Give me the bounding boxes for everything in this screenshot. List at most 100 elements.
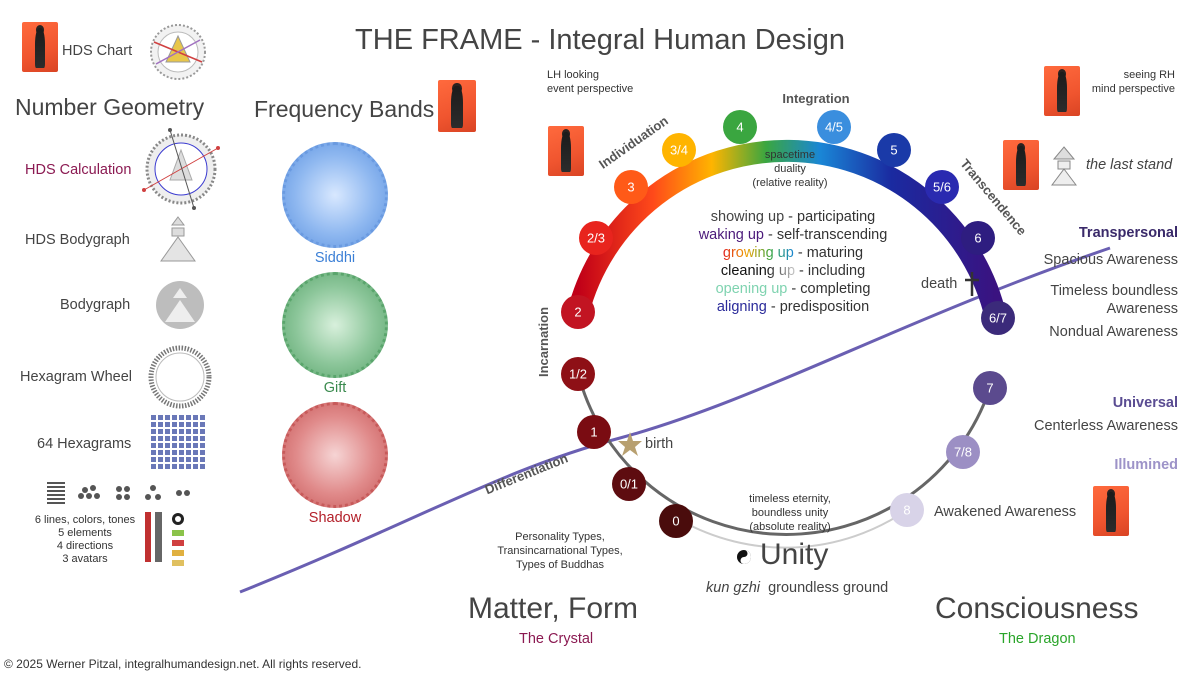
line-avatars: 3 avatars: [62, 553, 108, 565]
arc-node-7: [662, 133, 696, 167]
shadow-mandala: [282, 402, 388, 508]
hexagram-cell: [165, 464, 170, 469]
spacious-awareness-label: Spacious Awareness: [1043, 252, 1178, 268]
line-rest: - maturing: [793, 245, 864, 261]
line-rest: - predisposition: [766, 299, 870, 315]
arc-node-13: [981, 301, 1015, 335]
portrait-photo: [1093, 486, 1129, 536]
portrait-photo: [438, 80, 476, 132]
base-circle-fade: [679, 509, 908, 549]
line-aligning: aligning - predisposition: [668, 298, 918, 316]
hexagram-cell: [172, 422, 177, 427]
bodygraph-icon: [155, 280, 205, 335]
eternity-line3: (absolute reality): [749, 521, 831, 533]
hexagram-cell: [179, 464, 184, 469]
hexagram-cell: [158, 422, 163, 427]
arc-node-label-10: 5: [890, 143, 897, 158]
illumined-label: Illumined: [1114, 457, 1178, 473]
hexagram-cell: [179, 443, 184, 448]
hds-bodygraph-icon: [158, 215, 198, 270]
hexagram-cell: [151, 436, 156, 441]
line-key: cleaning up: [720, 263, 796, 279]
hexagram-cell: [186, 450, 191, 455]
hds-bodygraph-label: HDS Bodygraph: [25, 232, 130, 248]
crystal-label: The Crystal: [519, 631, 594, 647]
hexagram-cell: [172, 436, 177, 441]
hexagram-cell: [151, 450, 156, 455]
hexagram-cell: [186, 415, 191, 420]
arc-node-4: [561, 295, 595, 329]
spacetime-line3: (relative reality): [752, 177, 828, 189]
bottom-left-lines: 6 lines, colors, tones 5 elements 4 dire…: [30, 514, 140, 566]
bodygraph-label: Bodygraph: [60, 297, 131, 313]
line-rest: - completing: [787, 281, 871, 297]
dragon-label: The Dragon: [999, 631, 1076, 647]
hexagram-cell: [200, 429, 205, 434]
arc-node-0: [659, 504, 693, 538]
types-line2: Transincarnational Types,: [497, 545, 623, 557]
arc-node-15: [946, 435, 980, 469]
lh-note-line2: event perspective: [547, 83, 634, 95]
consciousness-curve: [239, 246, 1111, 594]
hexagram-cell: [165, 415, 170, 420]
hexagram-cell: [193, 443, 198, 448]
death-cross-icon: [965, 272, 979, 296]
arc-node-5: [579, 221, 613, 255]
line-rest: - self-transcending: [763, 227, 888, 243]
hexagram-cell: [200, 422, 205, 427]
timeless-line2: Awareness: [1106, 301, 1178, 317]
hexagram-cell: [158, 443, 163, 448]
timeless-line1: Timeless boundless: [1050, 283, 1178, 299]
arc-node-label-15: 7/8: [954, 445, 972, 460]
arc-node-label-1: 0/1: [620, 477, 638, 492]
arc-node-label-6: 3: [627, 180, 634, 195]
spacetime-line1: spacetime: [764, 149, 816, 161]
types-line1: Personality Types,: [515, 531, 605, 543]
kun-gzhi-line: kun gzhi groundless ground: [706, 580, 888, 596]
hexagram-wheel-icon: [148, 345, 212, 414]
hexagram-cell: [165, 436, 170, 441]
rh-note-line1: seeing RH: [1123, 69, 1175, 81]
number-geometry-heading: Number Geometry: [15, 94, 205, 120]
unity-label: Unity: [760, 538, 829, 571]
shadow-label: Shadow: [308, 510, 362, 526]
line-showing-up: showing up - participating: [668, 208, 918, 226]
hexagram-cell: [179, 415, 184, 420]
spacetime-line2: duality: [774, 163, 806, 175]
line-waking-up: waking up - self-transcending: [668, 226, 918, 244]
hexagram-cell: [200, 443, 205, 448]
kun-gzhi-label: kun gzhi: [706, 580, 761, 596]
line-rest: - participating: [784, 209, 876, 225]
consciousness-label: Consciousness: [935, 592, 1139, 625]
hexagram-cell: [193, 457, 198, 462]
hexagram-cell: [165, 422, 170, 427]
rh-note: seeing RH mind perspective: [1080, 68, 1175, 96]
gift-mandala: [282, 272, 388, 378]
phase-individuation: Individuation: [596, 113, 671, 172]
line-key: aligning: [716, 299, 767, 315]
hexagram-cell: [193, 415, 198, 420]
gift-label: Gift: [323, 380, 347, 396]
arc-node-label-4: 2: [574, 305, 581, 320]
hexagram-cell: [151, 464, 156, 469]
hexagram-cell: [186, 457, 191, 462]
phase-differentiation: Differentiation: [483, 450, 570, 497]
hexagram-cell: [151, 422, 156, 427]
hds-chart-label: HDS Chart: [62, 43, 133, 59]
hexagram-cell: [186, 464, 191, 469]
hexagram-cell: [158, 450, 163, 455]
arc-node-label-8: 4: [736, 120, 743, 135]
line-cleaning-up: cleaning up - including: [668, 262, 918, 280]
frequency-bands-heading: Frequency Bands: [254, 96, 435, 122]
hexagram-cell: [172, 415, 177, 420]
eternity-line2: boundless unity: [751, 507, 829, 519]
hexagram-cell: [200, 464, 205, 469]
portrait-photo: [1003, 140, 1039, 190]
line-key: showing up: [710, 209, 785, 225]
hexagram-cell: [165, 443, 170, 448]
portrait-photo: [548, 126, 584, 176]
arc-node-3: [561, 357, 595, 391]
hexagram-cell: [186, 429, 191, 434]
arc-node-label-7: 3/4: [670, 143, 688, 158]
transpersonal-label: Transpersonal: [1078, 225, 1178, 241]
